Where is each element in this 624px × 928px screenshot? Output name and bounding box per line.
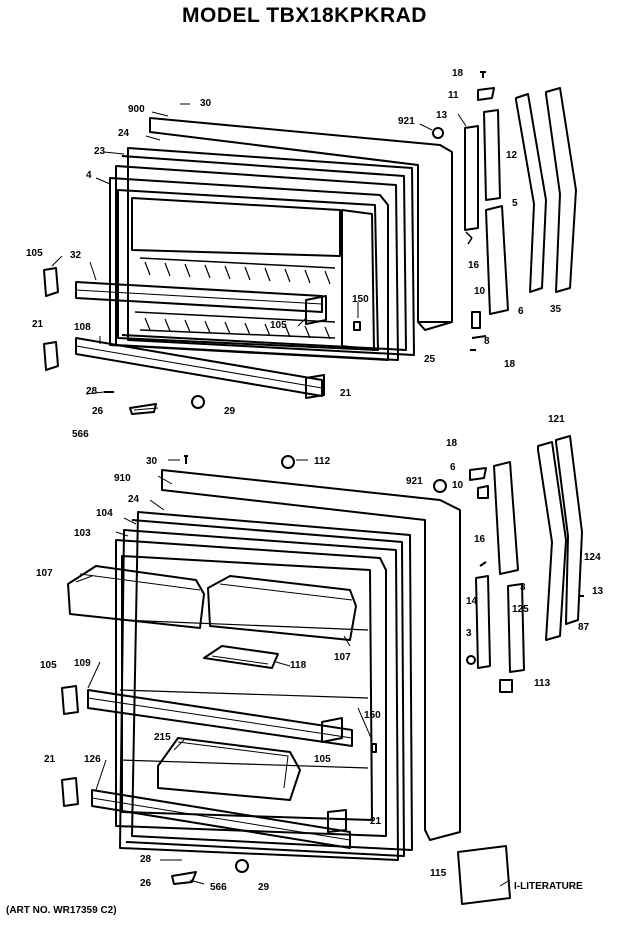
freezer-callout-150: 150 <box>352 294 369 305</box>
fresh-food-callout-215: 215 <box>154 732 171 743</box>
freezer-small-parts <box>43 267 361 415</box>
freezer-callout-18: 18 <box>504 359 516 370</box>
fresh-food-callout-124: 124 <box>584 552 601 563</box>
freezer-callout-26: 26 <box>92 406 104 417</box>
freezer-callout-13: 13 <box>436 110 448 121</box>
fresh-food-callout-21: 21 <box>370 816 382 827</box>
fresh-food-callout-30: 30 <box>146 456 158 467</box>
model-title: MODEL TBX18KPKRAD <box>182 4 427 27</box>
freezer-callout-108: 108 <box>74 322 91 333</box>
fresh-food-callout-150: 150 <box>364 710 381 721</box>
fresh-food-callout-3: 3 <box>466 628 472 639</box>
freezer-callout-32: 32 <box>70 250 82 261</box>
fresh-food-callout-28: 28 <box>140 854 152 865</box>
fresh-food-callout-87: 87 <box>578 622 590 633</box>
freezer-callout-28: 28 <box>86 386 98 397</box>
fresh-food-callout-13: 13 <box>592 586 604 597</box>
freezer-callout-25: 25 <box>424 354 436 365</box>
freezer-door-assembly <box>75 117 453 399</box>
leader-lines <box>51 103 511 887</box>
fresh-food-callout-labels: 30 112 910 18 6 121 24 921 10 104 103 16 107 3 124 14 12… <box>36 414 604 893</box>
fresh-food-callout-566: 566 <box>210 882 227 893</box>
freezer-callout-900: 900 <box>128 104 145 115</box>
fresh-food-callout-112: 112 <box>314 456 331 467</box>
fresh-food-callout-125: 125 <box>512 604 529 615</box>
fresh-food-hinge-hardware <box>433 435 584 693</box>
fresh-food-callout-24: 24 <box>128 494 140 505</box>
freezer-callout-labels: 18 11 900 30 921 13 12 24 23 4 5 16 105 32 150 10 21 108 1… <box>26 68 562 440</box>
fresh-food-callout-910: 910 <box>114 473 131 484</box>
freezer-callout-5: 5 <box>512 198 518 209</box>
freezer-callout-105: 105 <box>26 248 43 259</box>
fresh-food-callout-29: 29 <box>258 882 270 893</box>
freezer-callout-24: 24 <box>118 128 130 139</box>
fresh-food-callout-113: 113 <box>534 678 551 689</box>
freezer-callout-18: 18 <box>452 68 464 79</box>
literature-packet <box>457 845 511 905</box>
freezer-callout-21: 21 <box>32 319 44 330</box>
freezer-callout-12: 12 <box>506 150 518 161</box>
freezer-callout-11: 11 <box>448 90 459 101</box>
freezer-callout-21: 21 <box>340 388 352 399</box>
fresh-food-callout-26: 26 <box>140 878 152 889</box>
fresh-food-callout-104: 104 <box>96 508 113 519</box>
freezer-callout-566: 566 <box>72 429 89 440</box>
fresh-food-callout-118: 118 <box>290 660 307 671</box>
fresh-food-callout-126: 126 <box>84 754 101 765</box>
freezer-hinge-hardware <box>432 71 577 351</box>
fresh-food-callout-121: 121 <box>548 414 565 425</box>
fresh-food-callout-105: 105 <box>314 754 331 765</box>
fresh-food-callout-6: 6 <box>450 462 456 473</box>
freezer-callout-8: 8 <box>484 336 490 347</box>
fresh-food-callout-115: 115 <box>430 868 447 879</box>
freezer-callout-10: 10 <box>474 286 486 297</box>
freezer-callout-921: 921 <box>398 116 415 127</box>
literature-label: I-LITERATURE <box>514 881 583 892</box>
freezer-callout-16: 16 <box>468 260 480 271</box>
fresh-food-callout-109: 109 <box>74 658 91 669</box>
fresh-food-callout-107: 107 <box>36 568 53 579</box>
art-number: (ART NO. WR17359 C2) <box>6 905 117 916</box>
freezer-callout-30: 30 <box>200 98 212 109</box>
freezer-callout-105: 105 <box>270 320 287 331</box>
fresh-food-callout-16: 16 <box>474 534 486 545</box>
fresh-food-callout-107: 107 <box>334 652 351 663</box>
fresh-food-callout-105: 105 <box>40 660 57 671</box>
fresh-food-callout-3: 3 <box>520 582 526 593</box>
fresh-food-small-parts <box>61 455 377 885</box>
fresh-food-door-assembly <box>67 469 461 861</box>
fresh-food-callout-21: 21 <box>44 754 56 765</box>
freezer-callout-29: 29 <box>224 406 236 417</box>
fresh-food-callout-18: 18 <box>446 438 458 449</box>
freezer-callout-4: 4 <box>86 170 92 181</box>
fresh-food-callout-10: 10 <box>452 480 464 491</box>
freezer-callout-35: 35 <box>550 304 562 315</box>
fresh-food-callout-103: 103 <box>74 528 91 539</box>
freezer-callout-23: 23 <box>94 146 106 157</box>
fresh-food-callout-14: 14 <box>466 596 478 607</box>
fresh-food-callout-921: 921 <box>406 476 423 487</box>
freezer-callout-6: 6 <box>518 306 524 317</box>
